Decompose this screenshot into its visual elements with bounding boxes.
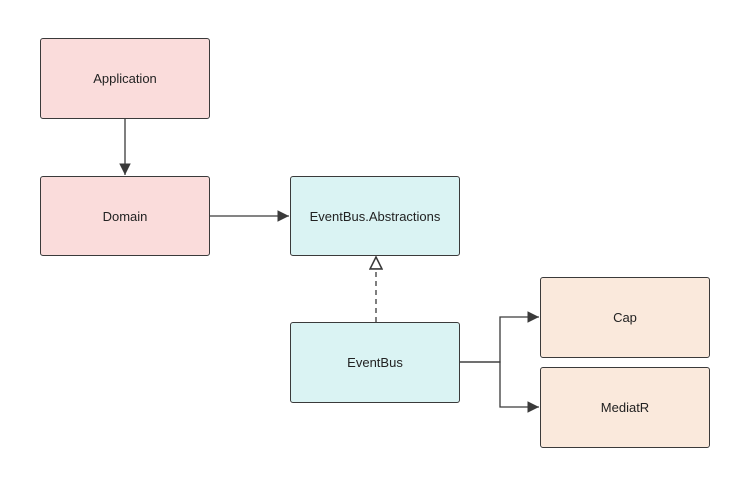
application-node[interactable]: Application — [40, 38, 210, 119]
eventbus-node[interactable]: EventBus — [290, 322, 460, 403]
application-label: Application — [93, 71, 157, 86]
cap-label: Cap — [613, 310, 637, 325]
eventbus-abstractions-label: EventBus.Abstractions — [309, 208, 441, 224]
mediatr-node[interactable]: MediatR — [540, 367, 710, 448]
edge-eventbus-to-mediatr — [460, 361, 539, 413]
domain-node[interactable]: Domain — [40, 176, 210, 256]
domain-label: Domain — [102, 208, 148, 224]
cap-node[interactable]: Cap — [540, 277, 710, 358]
eventbus-label: EventBus — [347, 355, 403, 370]
mediatr-label: MediatR — [600, 400, 650, 415]
edge-eventbus-to-cap — [460, 311, 539, 363]
eventbus-abstractions-node[interactable]: EventBus.Abstractions — [290, 176, 460, 256]
